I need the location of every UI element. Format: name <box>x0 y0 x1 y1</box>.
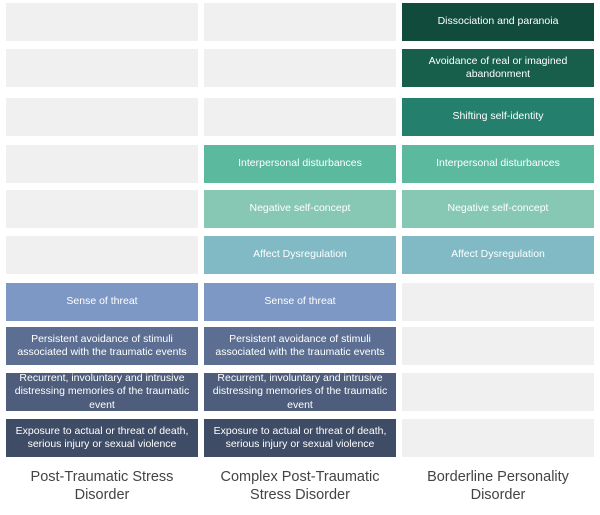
symptom-affect-dysregulation: Affect Dysregulation <box>402 236 594 274</box>
symptom-trauma-exposure: Exposure to actual or threat of death, s… <box>6 419 198 457</box>
empty-cell <box>6 236 198 274</box>
empty-cell <box>402 419 594 457</box>
symptom-negative-self-concept: Negative self-concept <box>204 190 396 228</box>
empty-cell <box>6 49 198 87</box>
empty-cell <box>402 373 594 411</box>
label-ptsd: Post-Traumatic Stress Disorder <box>30 469 174 504</box>
empty-cell <box>204 49 396 87</box>
symptom-persistent-avoidance: Persistent avoidance of stimuli associat… <box>204 327 396 365</box>
empty-cell <box>204 98 396 136</box>
symptom-persistent-avoidance: Persistent avoidance of stimuli associat… <box>6 327 198 365</box>
empty-cell <box>6 98 198 136</box>
symptom-affect-dysregulation: Affect Dysregulation <box>204 236 396 274</box>
symptom-sense-of-threat: Sense of threat <box>204 283 396 321</box>
empty-cell <box>6 190 198 228</box>
empty-cell <box>6 3 198 41</box>
symptom-intrusive-memories: Recurrent, involuntary and intrusive dis… <box>204 372 396 411</box>
empty-cell <box>204 3 396 41</box>
symptom-interpersonal-disturbances: Interpersonal disturbances <box>402 145 594 183</box>
symptom-negative-self-concept: Negative self-concept <box>402 190 594 228</box>
symptom-abandonment-avoidance: Avoidance of real or imagined abandonmen… <box>402 49 594 87</box>
symptom-sense-of-threat: Sense of threat <box>6 283 198 321</box>
symptom-interpersonal-disturbances: Interpersonal disturbances <box>204 145 396 183</box>
empty-cell <box>402 283 594 321</box>
empty-cell <box>402 327 594 365</box>
empty-cell <box>6 145 198 183</box>
symptom-trauma-exposure: Exposure to actual or threat of death, s… <box>204 419 396 457</box>
symptom-shifting-self-identity: Shifting self-identity <box>402 98 594 136</box>
label-bpd: Borderline Personality Disorder <box>427 469 569 504</box>
symptom-dissociation-paranoia: Dissociation and paranoia <box>402 3 594 41</box>
label-complex-ptsd: Complex Post-Traumatic Stress Disorder <box>220 469 380 504</box>
symptom-intrusive-memories: Recurrent, involuntary and intrusive dis… <box>6 372 198 411</box>
